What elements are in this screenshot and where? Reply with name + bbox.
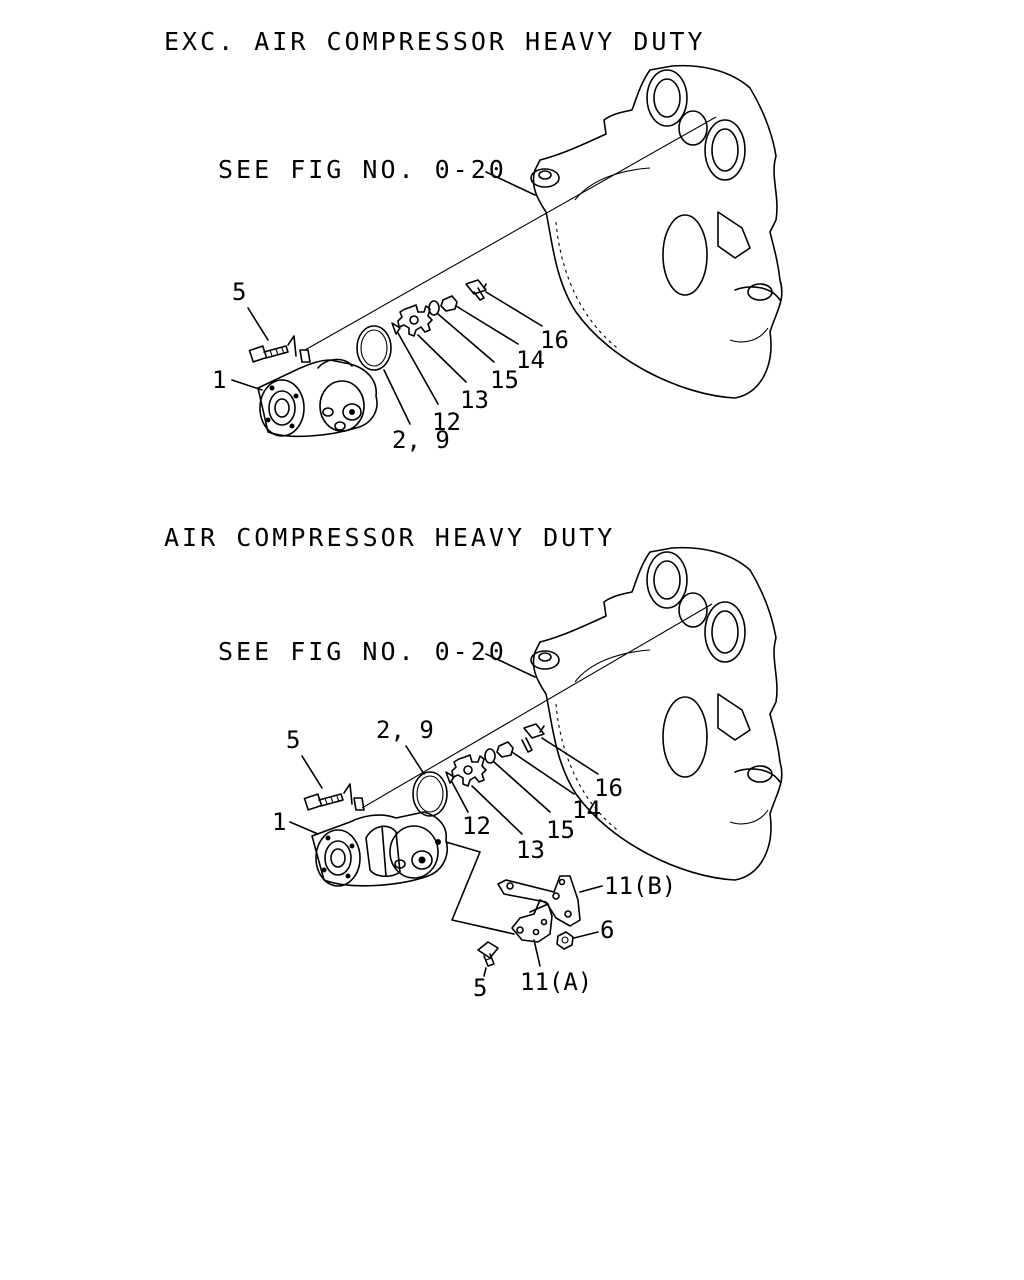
leader-2-9 (383, 369, 411, 425)
nut-14 (440, 295, 458, 312)
bolt-16 (521, 723, 545, 753)
washer-15 (428, 300, 440, 316)
bolt-5 (303, 793, 344, 811)
section-title: EXC. AIR COMPRESSOR HEAVY DUTY (164, 27, 706, 56)
key-12 (445, 771, 455, 784)
leader-5 (301, 755, 323, 789)
leader-16 (541, 737, 599, 775)
flywheel-housing (530, 64, 783, 399)
leader-12 (397, 332, 439, 405)
callout-12: 12 (462, 812, 491, 840)
leader-16 (485, 291, 543, 327)
leader-14 (511, 751, 575, 795)
see-fig-leader (485, 653, 536, 678)
callout-11b: 11(B) (604, 872, 676, 900)
bracket-connector-line (445, 841, 515, 935)
flywheel-housing (530, 546, 783, 881)
air-compressor (257, 349, 378, 438)
callout-16: 16 (594, 774, 623, 802)
leader-5 (247, 307, 269, 341)
leader-15 (437, 313, 495, 363)
callout-2-9: 2, 9 (376, 716, 434, 744)
nut-14 (496, 741, 514, 758)
see-fig-leader (485, 171, 536, 196)
callout-16: 16 (540, 326, 569, 354)
leader-12 (451, 781, 469, 813)
section-air-compressor: AIR COMPRESSOR HEAVY DUTY SEE FIG NO. 0-… (164, 523, 783, 1002)
callout-12: 12 (432, 408, 461, 436)
bracket-11a (511, 899, 553, 943)
leader-6 (573, 931, 599, 939)
callout-5: 5 (286, 726, 300, 754)
leader-13 (417, 334, 467, 383)
leader-5-lower (483, 967, 487, 977)
leader-13 (471, 785, 523, 835)
see-fig-reference: SEE FIG NO. 0-20 (218, 155, 507, 184)
callout-14: 14 (572, 796, 601, 824)
leader-1 (231, 379, 263, 391)
o-ring (412, 771, 448, 817)
leader-15 (493, 761, 551, 813)
callout-2-9: 2, 9 (392, 426, 450, 454)
section-exc-air-compressor: EXC. AIR COMPRESSOR HEAVY DUTY SEE FIG N… (164, 27, 783, 454)
callout-13: 13 (460, 386, 489, 414)
air-compressor (311, 797, 448, 887)
callout-5-lower: 5 (473, 974, 487, 1002)
gear-13 (451, 754, 487, 787)
leader-11b (579, 885, 603, 893)
callout-13: 13 (516, 836, 545, 864)
callout-1: 1 (272, 808, 286, 836)
o-ring (356, 325, 392, 371)
key-12 (391, 322, 401, 335)
section-title: AIR COMPRESSOR HEAVY DUTY (164, 523, 615, 552)
see-fig-reference: SEE FIG NO. 0-20 (218, 637, 507, 666)
callout-11a: 11(A) (520, 968, 592, 996)
bolt-5 (248, 345, 289, 363)
callout-5: 5 (232, 278, 246, 306)
nut-6 (556, 931, 574, 950)
callout-14: 14 (516, 346, 545, 374)
callout-15: 15 (490, 366, 519, 394)
leader-1 (289, 821, 319, 835)
callout-15: 15 (546, 816, 575, 844)
bolt-16 (465, 279, 487, 301)
alignment-line (304, 116, 717, 351)
leader-11a (533, 939, 541, 967)
leader-2-9 (405, 745, 425, 775)
alignment-line (361, 603, 713, 809)
callout-1: 1 (212, 366, 226, 394)
leader-14 (455, 305, 519, 345)
callout-6: 6 (600, 916, 614, 944)
bolt-5-lower (477, 941, 499, 967)
washer-15 (484, 748, 496, 764)
gear-13 (397, 304, 433, 337)
